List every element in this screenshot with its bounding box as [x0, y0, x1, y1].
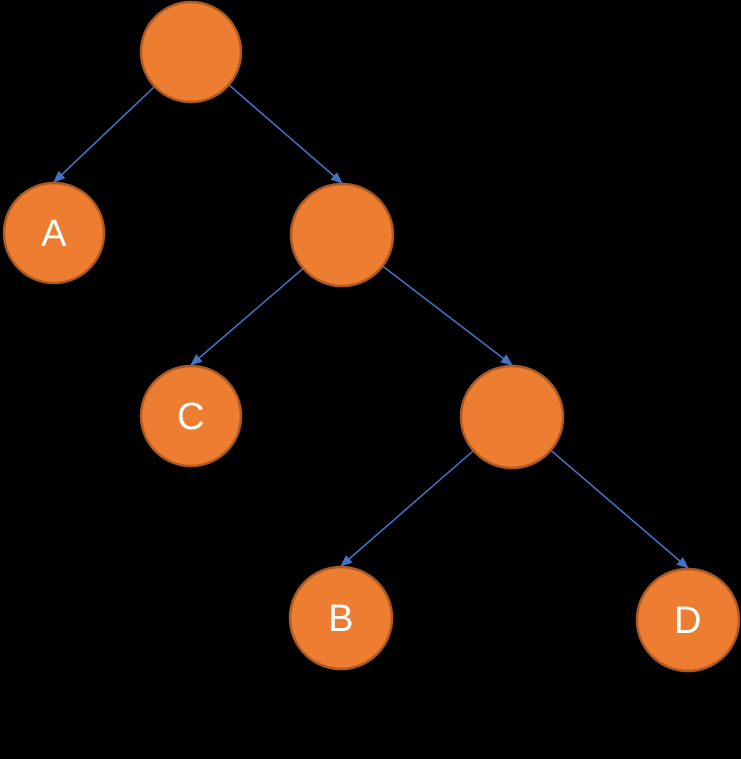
edge-arrow-n3-to-d [550, 450, 689, 569]
node-circle-root[interactable] [139, 0, 243, 104]
nodes-layer: ACB D [2, 0, 741, 673]
edge-arrow-root-to-n2 [228, 84, 343, 184]
node-circle-n3[interactable] [459, 364, 565, 470]
tree-node-n2 [289, 182, 395, 288]
tree-node-b: B [288, 565, 394, 671]
tree-node-root [139, 0, 243, 104]
edge-arrow-n2-to-n3 [382, 265, 513, 366]
tree-node-a: A [2, 181, 106, 285]
tree-node-d: D [635, 567, 741, 673]
tree-node-n3 [459, 364, 565, 470]
node-circle-c[interactable] [139, 364, 243, 468]
node-circle-a[interactable] [2, 181, 106, 285]
tree-node-c: C [139, 364, 243, 468]
node-circle-n2[interactable] [289, 182, 395, 288]
node-circle-b[interactable] [288, 565, 394, 671]
edges-layer [53, 84, 689, 569]
edge-arrow-n2-to-c [190, 268, 304, 366]
node-circle-d[interactable] [635, 567, 741, 673]
edge-arrow-n3-to-b [340, 450, 474, 567]
edge-arrow-root-to-a [53, 86, 155, 183]
